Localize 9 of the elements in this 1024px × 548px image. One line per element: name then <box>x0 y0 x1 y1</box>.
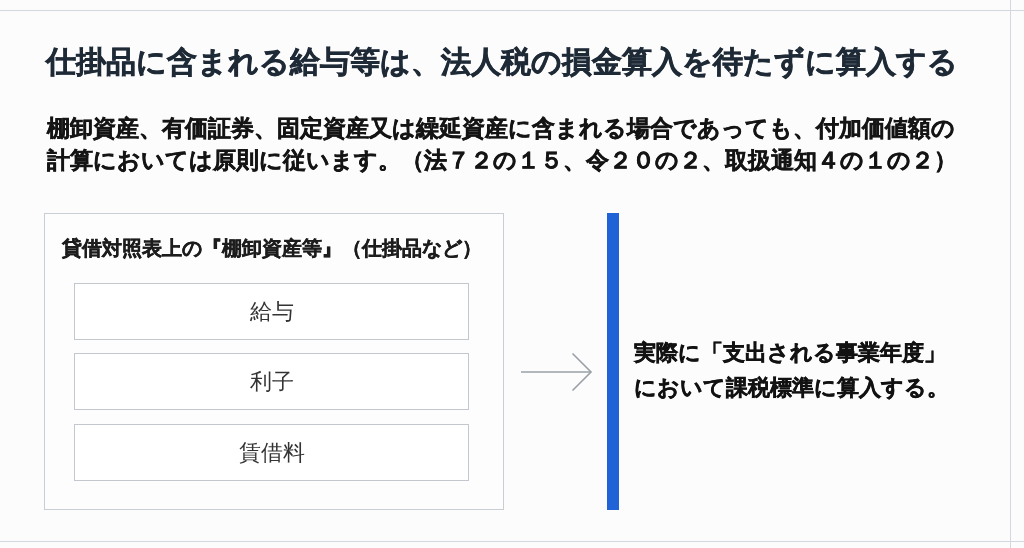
box-heading: 貸借対照表上の『棚卸資産等』（仕掛品など） <box>62 236 482 260</box>
group-box <box>44 213 504 510</box>
item-box: 給与 <box>74 283 469 340</box>
item-box: 利子 <box>74 353 469 410</box>
accent-bar-text: 実際に「支出される事業年度」において課税標準に算入する。 <box>607 213 957 510</box>
description-text: 棚卸資産、有価証券、固定資産又は繰延資産に含まれる場合であっても、付加価値額の計算においては原則に従います。（法７２の１５、令２０の２、取扱通知４の１の２） <box>47 114 958 175</box>
arrow <box>520 352 592 392</box>
item-box: 賃借料 <box>74 424 469 481</box>
title: 仕掛品に含まれる給与等は、法人税の損金算入を待たずに算入する <box>46 44 958 80</box>
